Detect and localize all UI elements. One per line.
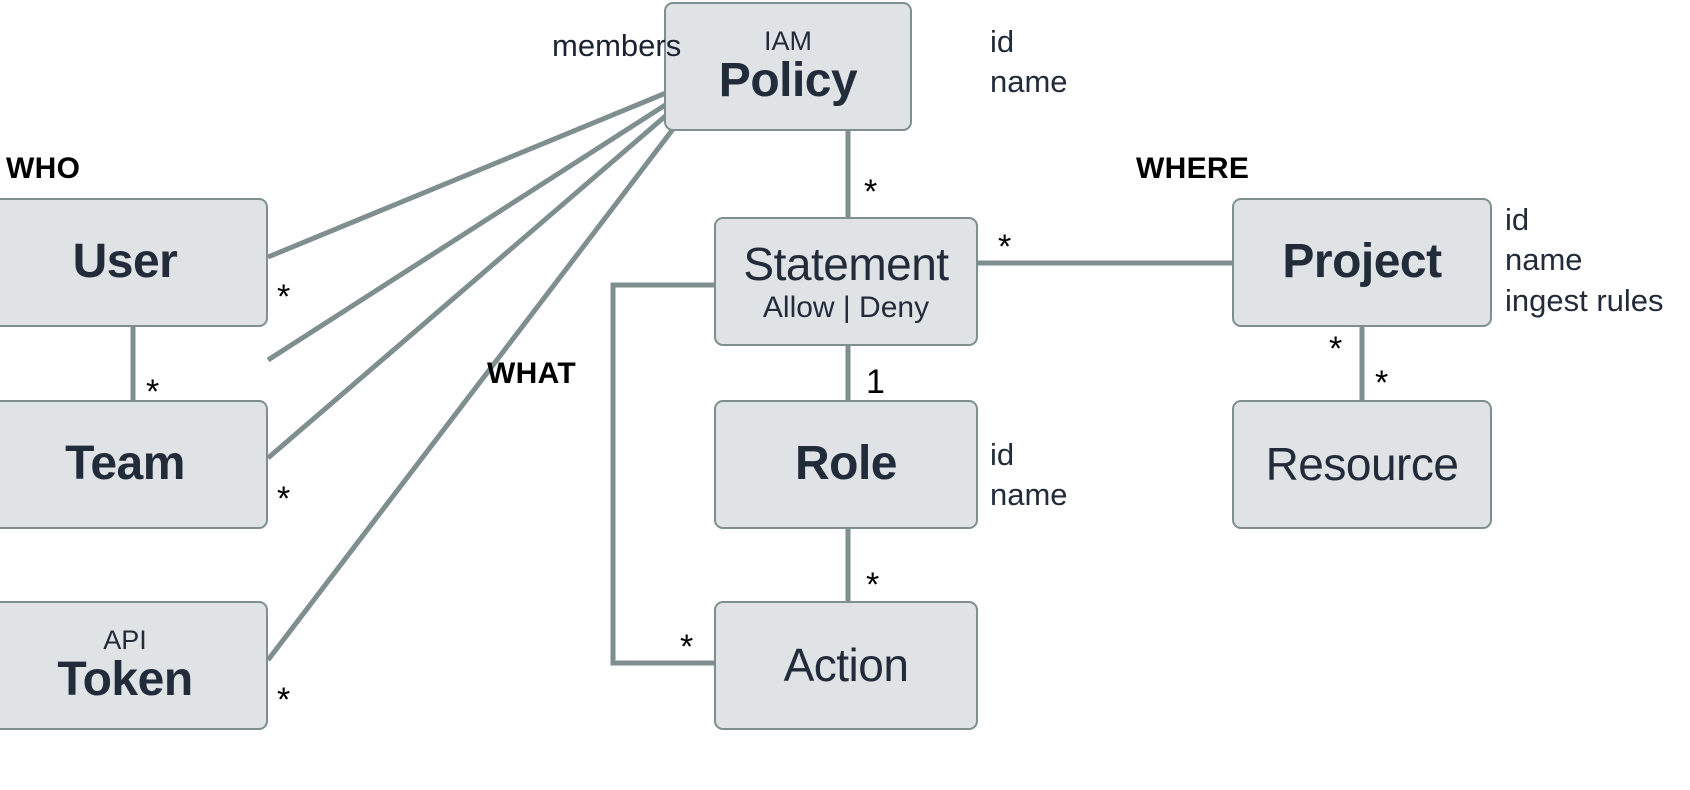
- cardinality-project-resource-b: *: [1375, 364, 1389, 402]
- cardinality-statement-project: *: [998, 228, 1012, 266]
- node-user-title: User: [72, 235, 178, 289]
- node-statement-title: Statement: [743, 237, 949, 290]
- attrs-project-2: ingest rules: [1505, 282, 1664, 318]
- cardinality-role-action: *: [866, 566, 880, 604]
- node-project-title: Project: [1282, 235, 1442, 289]
- group-label-what: WHAT: [487, 357, 576, 390]
- attrs-project: id name ingest rules: [1505, 200, 1664, 321]
- attrs-project-0: id: [1505, 202, 1530, 237]
- attrs-policy: id name: [990, 22, 1068, 103]
- cardinality-policy-statement: *: [864, 173, 878, 211]
- connector-team-policy: [266, 74, 714, 460]
- attrs-role: id name: [990, 435, 1068, 516]
- node-statement[interactable]: Statement Allow | Deny: [714, 217, 978, 346]
- connector-user-policy: [267, 71, 713, 260]
- node-project[interactable]: Project: [1232, 198, 1492, 327]
- node-api-token-kicker: API: [103, 624, 147, 655]
- attrs-role-0: id: [990, 437, 1015, 472]
- node-team-title: Team: [65, 437, 185, 491]
- node-role[interactable]: Role: [714, 400, 978, 529]
- attrs-policy-1: name: [990, 64, 1068, 100]
- attrs-project-1: name: [1505, 242, 1583, 278]
- node-resource[interactable]: Resource: [1232, 400, 1492, 529]
- cardinality-user-team: *: [146, 373, 160, 411]
- node-policy[interactable]: IAM Policy: [664, 2, 912, 131]
- node-action-title: Action: [783, 639, 909, 692]
- node-statement-subtitle: Allow | Deny: [762, 290, 930, 324]
- node-team[interactable]: Team: [0, 400, 268, 529]
- node-policy-kicker: IAM: [763, 25, 812, 56]
- group-label-where: WHERE: [1136, 152, 1250, 185]
- node-role-title: Role: [794, 437, 898, 491]
- cardinality-user-policy: *: [277, 278, 291, 316]
- cardinality-statement-role: 1: [866, 363, 885, 401]
- connector-statement-action: [610, 282, 716, 666]
- cardinality-team-policy: *: [277, 480, 291, 518]
- node-api-token-title: Token: [57, 652, 193, 706]
- cardinality-token-policy: *: [277, 681, 291, 719]
- connector-token-policy: [266, 76, 714, 662]
- attrs-policy-0: id: [990, 24, 1015, 59]
- edge-label-members: members: [552, 28, 682, 63]
- group-label-who: WHO: [6, 152, 81, 185]
- node-policy-title: Policy: [718, 53, 858, 107]
- connector-members-extra: [266, 72, 714, 363]
- node-action[interactable]: Action: [714, 601, 978, 730]
- cardinality-project-resource-a: *: [1329, 330, 1343, 368]
- cardinality-statement-action: *: [680, 628, 694, 666]
- node-api-token[interactable]: API Token: [0, 601, 268, 730]
- node-resource-title: Resource: [1265, 438, 1459, 491]
- attrs-role-1: name: [990, 477, 1068, 513]
- node-user[interactable]: User: [0, 198, 268, 327]
